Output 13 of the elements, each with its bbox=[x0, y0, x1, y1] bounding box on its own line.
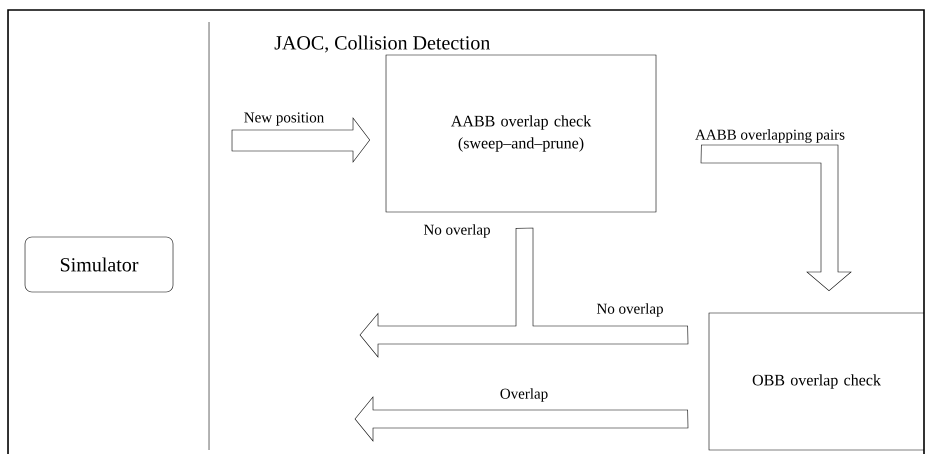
process-box: AABB overlap check (sweep–and–prune) bbox=[386, 54, 656, 212]
edge-label: No overlap bbox=[424, 224, 490, 238]
block-arrow bbox=[232, 117, 370, 163]
block-arrow bbox=[700, 144, 852, 292]
process-box: Simulator bbox=[24, 236, 174, 292]
edge-label: Overlap bbox=[500, 388, 548, 402]
edge-label: AABB overlapping pairs bbox=[695, 129, 844, 143]
block-arrow bbox=[360, 228, 688, 358]
edge-label: New position bbox=[244, 112, 324, 126]
block-arrow bbox=[354, 396, 688, 442]
process-box: OBB overlap check bbox=[708, 312, 924, 450]
title: JAOC, Collision Detection bbox=[274, 36, 490, 52]
edge-label: No overlap bbox=[596, 303, 663, 317]
